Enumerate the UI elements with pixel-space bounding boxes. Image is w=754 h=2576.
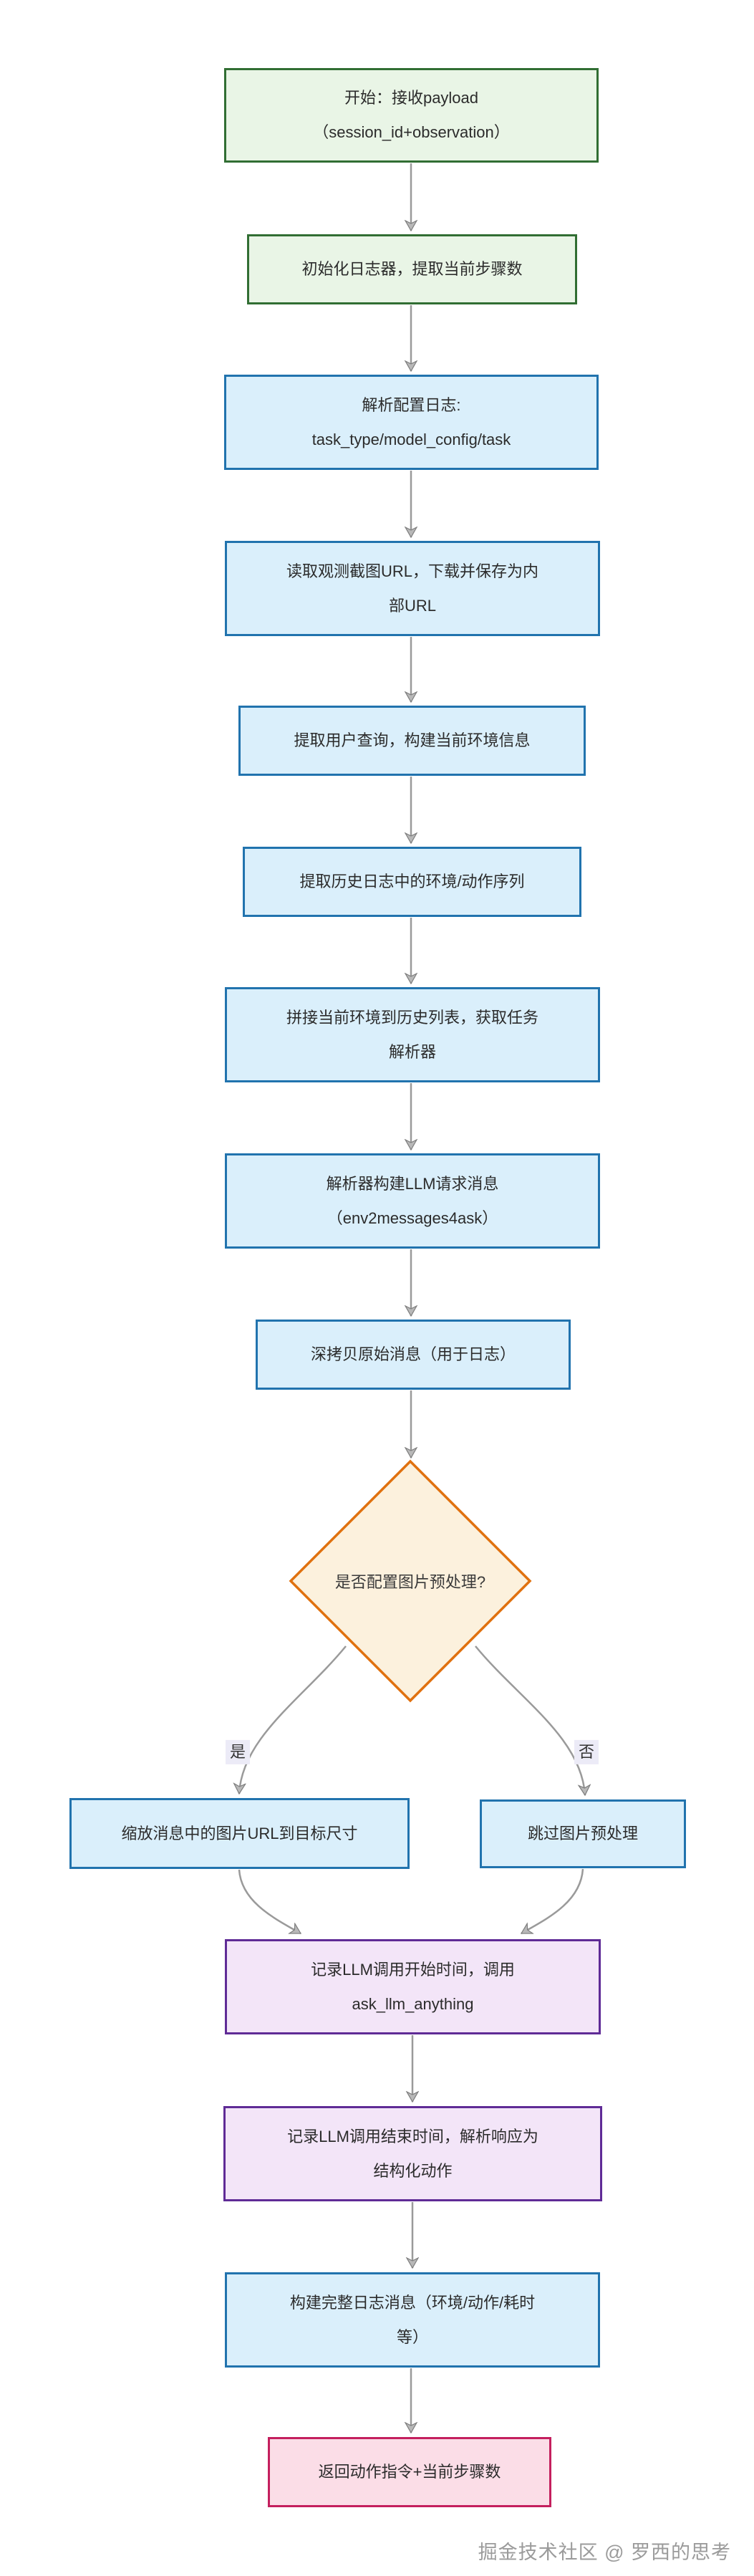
edge-label-no: 否 [574, 1739, 599, 1765]
node-extract-history-label: 提取历史日志中的环境/动作序列 [299, 873, 525, 891]
node-skip-preprocess-label: 跳过图片预处理 [527, 1825, 638, 1843]
decision-diamond-shape [289, 1459, 532, 1703]
edge-decision-no [475, 1645, 585, 1795]
node-start-label: 开始：接收payload （session_id+observation） [313, 89, 510, 141]
node-start: 开始：接收payload （session_id+observation） [224, 68, 599, 163]
node-llm-call-end: 记录LLM调用结束时间，解析响应为 结构化动作 [223, 2106, 602, 2201]
node-build-log-message-label: 构建完整日志消息（环境/动作/耗时 等） [289, 2293, 536, 2346]
node-resize-images: 缩放消息中的图片URL到目标尺寸 [69, 1798, 410, 1869]
node-deepcopy-messages-label: 深拷贝原始消息（用于日志） [310, 1345, 516, 1364]
node-decision-label: 是否配置图片预处理? [334, 1573, 486, 1591]
node-build-log-message: 构建完整日志消息（环境/动作/耗时 等） [225, 2272, 600, 2368]
watermark: 掘金技术社区 @ 罗西的思考 [478, 2542, 731, 2563]
node-llm-call-start: 记录LLM调用开始时间，调用 ask_llm_anything [225, 1939, 601, 2034]
node-extract-history: 提取历史日志中的环境/动作序列 [243, 847, 581, 917]
node-return-action-label: 返回动作指令+当前步骤数 [318, 2463, 501, 2481]
node-extract-query: 提取用户查询，构建当前环境信息 [238, 706, 586, 776]
edge-label-yes: 是 [225, 1739, 251, 1765]
node-build-llm-messages-label: 解析器构建LLM请求消息 （env2messages4ask） [326, 1174, 499, 1227]
node-deepcopy-messages: 深拷贝原始消息（用于日志） [256, 1320, 571, 1390]
edge-resize-llmstart [238, 1869, 301, 1935]
node-llm-call-end-label: 记录LLM调用结束时间，解析响应为 结构化动作 [287, 2127, 538, 2180]
node-decision-image-preprocess: 是否配置图片预处理? [303, 1533, 518, 1629]
edge-decision-yes [239, 1645, 347, 1794]
node-read-screenshot: 读取观测截图URL，下载并保存为内 部URL [225, 541, 600, 636]
node-extract-query-label: 提取用户查询，构建当前环境信息 [294, 731, 531, 750]
node-llm-call-start-label: 记录LLM调用开始时间，调用 ask_llm_anything [311, 1960, 515, 2013]
node-return-action: 返回动作指令+当前步骤数 [268, 2437, 551, 2507]
node-read-screenshot-label: 读取观测截图URL，下载并保存为内 部URL [286, 562, 538, 615]
node-concat-env-label: 拼接当前环境到历史列表，获取任务 解析器 [286, 1008, 538, 1061]
node-parse-config: 解析配置日志: task_type/model_config/task [224, 375, 599, 470]
edge-skip-llmstart [521, 1868, 584, 1935]
node-concat-env: 拼接当前环境到历史列表，获取任务 解析器 [225, 987, 600, 1082]
node-build-llm-messages: 解析器构建LLM请求消息 （env2messages4ask） [225, 1153, 600, 1249]
node-parse-config-label: 解析配置日志: task_type/model_config/task [311, 395, 511, 448]
node-skip-preprocess: 跳过图片预处理 [480, 1799, 686, 1868]
node-init-logger-label: 初始化日志器，提取当前步骤数 [301, 260, 523, 279]
node-resize-images-label: 缩放消息中的图片URL到目标尺寸 [121, 1824, 358, 1842]
node-init-logger: 初始化日志器，提取当前步骤数 [247, 234, 577, 304]
